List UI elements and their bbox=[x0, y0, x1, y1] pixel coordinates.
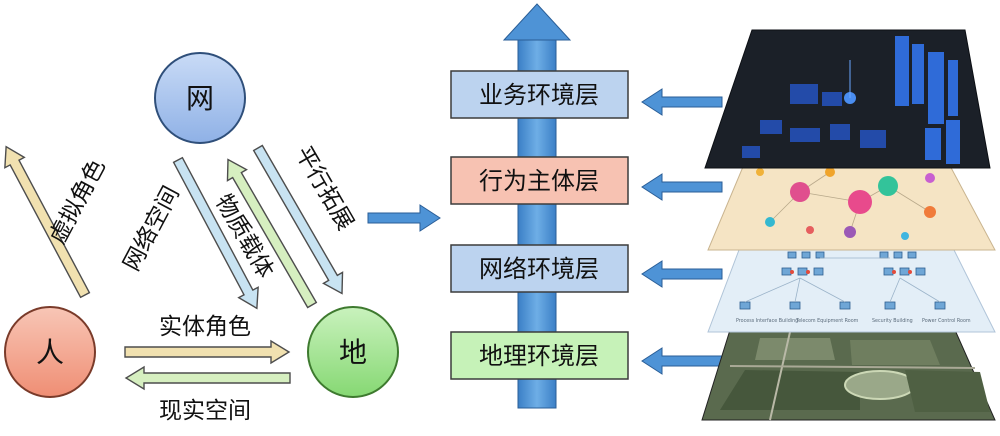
panel-label-4: Power Control Room bbox=[922, 318, 971, 324]
arrow-img2-to-layer bbox=[641, 173, 723, 201]
label-network-space: 网络空间 bbox=[119, 182, 185, 275]
layer-geo-label: 地理环境层 bbox=[479, 342, 599, 370]
node-human: 人 bbox=[4, 306, 96, 398]
node-net: 网 bbox=[154, 52, 246, 144]
arrow-img3-to-layer bbox=[641, 260, 723, 288]
panel-night-city bbox=[704, 29, 991, 169]
label-virtual-role: 虚拟角色 bbox=[45, 155, 111, 248]
panel-network-topology: Process Interface Building Telecom Equip… bbox=[707, 241, 996, 333]
arrow-net-to-human bbox=[172, 156, 259, 310]
node-human-label: 人 bbox=[36, 336, 64, 369]
arrow-human-to-earth bbox=[124, 339, 291, 365]
node-earth: 地 bbox=[307, 306, 399, 398]
arrow-img1-to-layer bbox=[641, 88, 723, 116]
layer-business-label: 业务环境层 bbox=[479, 81, 599, 109]
layer-geo: 地理环境层 bbox=[450, 331, 629, 380]
node-earth-label: 地 bbox=[339, 336, 367, 369]
arrow-human-to-net bbox=[4, 145, 91, 299]
panel-actor-network bbox=[707, 161, 996, 251]
arrow-earth-to-net bbox=[226, 158, 318, 309]
layer-business: 业务环境层 bbox=[450, 70, 629, 119]
layer-actor-label: 行为主体层 bbox=[479, 167, 599, 195]
node-net-label: 网 bbox=[186, 82, 214, 115]
panel-label-1: Process Interface Building bbox=[736, 318, 798, 324]
arrow-earth-to-human bbox=[124, 365, 291, 391]
arrow-img4-to-layer bbox=[641, 347, 723, 375]
panel-label-3: Security Building bbox=[872, 318, 913, 324]
layer-network: 网络环境层 bbox=[450, 244, 629, 293]
panel-satellite-map bbox=[701, 329, 996, 421]
arrow-net-to-earth bbox=[252, 144, 344, 295]
layer-network-label: 网络环境层 bbox=[479, 255, 599, 283]
layer-actor: 行为主体层 bbox=[450, 156, 629, 205]
panel-label-2: Telecom Equipment Room bbox=[795, 318, 859, 324]
label-real-space: 现实空间 bbox=[159, 398, 251, 424]
arrow-to-layers bbox=[367, 204, 441, 232]
label-entity-role: 实体角色 bbox=[159, 314, 251, 340]
